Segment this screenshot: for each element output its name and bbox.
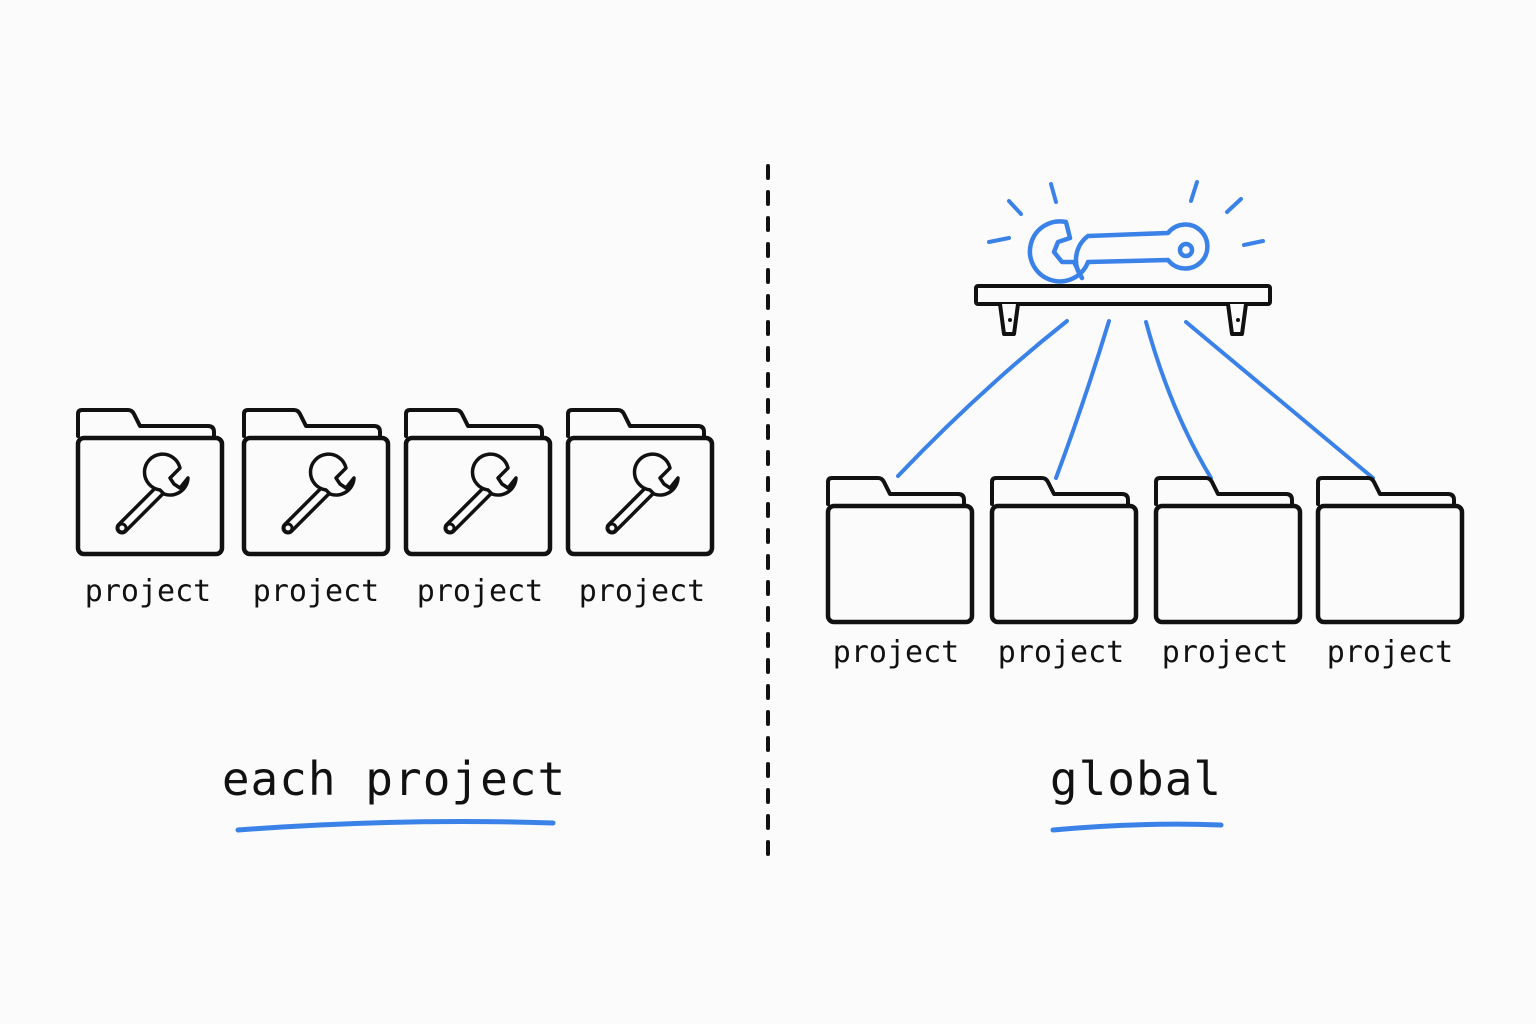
right-folder-3-label: project: [1161, 635, 1289, 670]
connector-line-1: [896, 319, 1069, 478]
wrench-icon: [1027, 219, 1210, 284]
connector-line-4: [1184, 320, 1375, 480]
connector-line-3: [1144, 320, 1213, 480]
connector-line-2: [1054, 319, 1111, 480]
shelf-icon: [974, 284, 1272, 336]
glow-rays: [987, 180, 1265, 247]
left-folder-3: [406, 410, 550, 554]
right-folder-4: [1318, 478, 1462, 622]
left-folder-4-label: project: [578, 574, 706, 609]
left-folder-3-label: project: [416, 574, 544, 609]
left-folder-4: [568, 410, 712, 554]
right-title-underline: [1050, 821, 1224, 833]
right-folder-1-label: project: [832, 635, 960, 670]
left-panel-title: each project: [221, 752, 567, 806]
right-folder-2: [992, 478, 1136, 622]
left-folder-1-label: project: [84, 574, 212, 609]
right-folder-2-label: project: [997, 635, 1125, 670]
left-folder-2: [244, 410, 388, 554]
left-folder-2-label: project: [252, 574, 380, 609]
right-panel-title: global: [1049, 752, 1223, 806]
left-folder-1: [78, 410, 222, 554]
right-folder-4-label: project: [1326, 635, 1454, 670]
connector-lines: [896, 319, 1375, 480]
left-title-underline: [235, 819, 556, 833]
right-folder-3: [1156, 478, 1300, 622]
right-folder-1: [828, 478, 972, 622]
